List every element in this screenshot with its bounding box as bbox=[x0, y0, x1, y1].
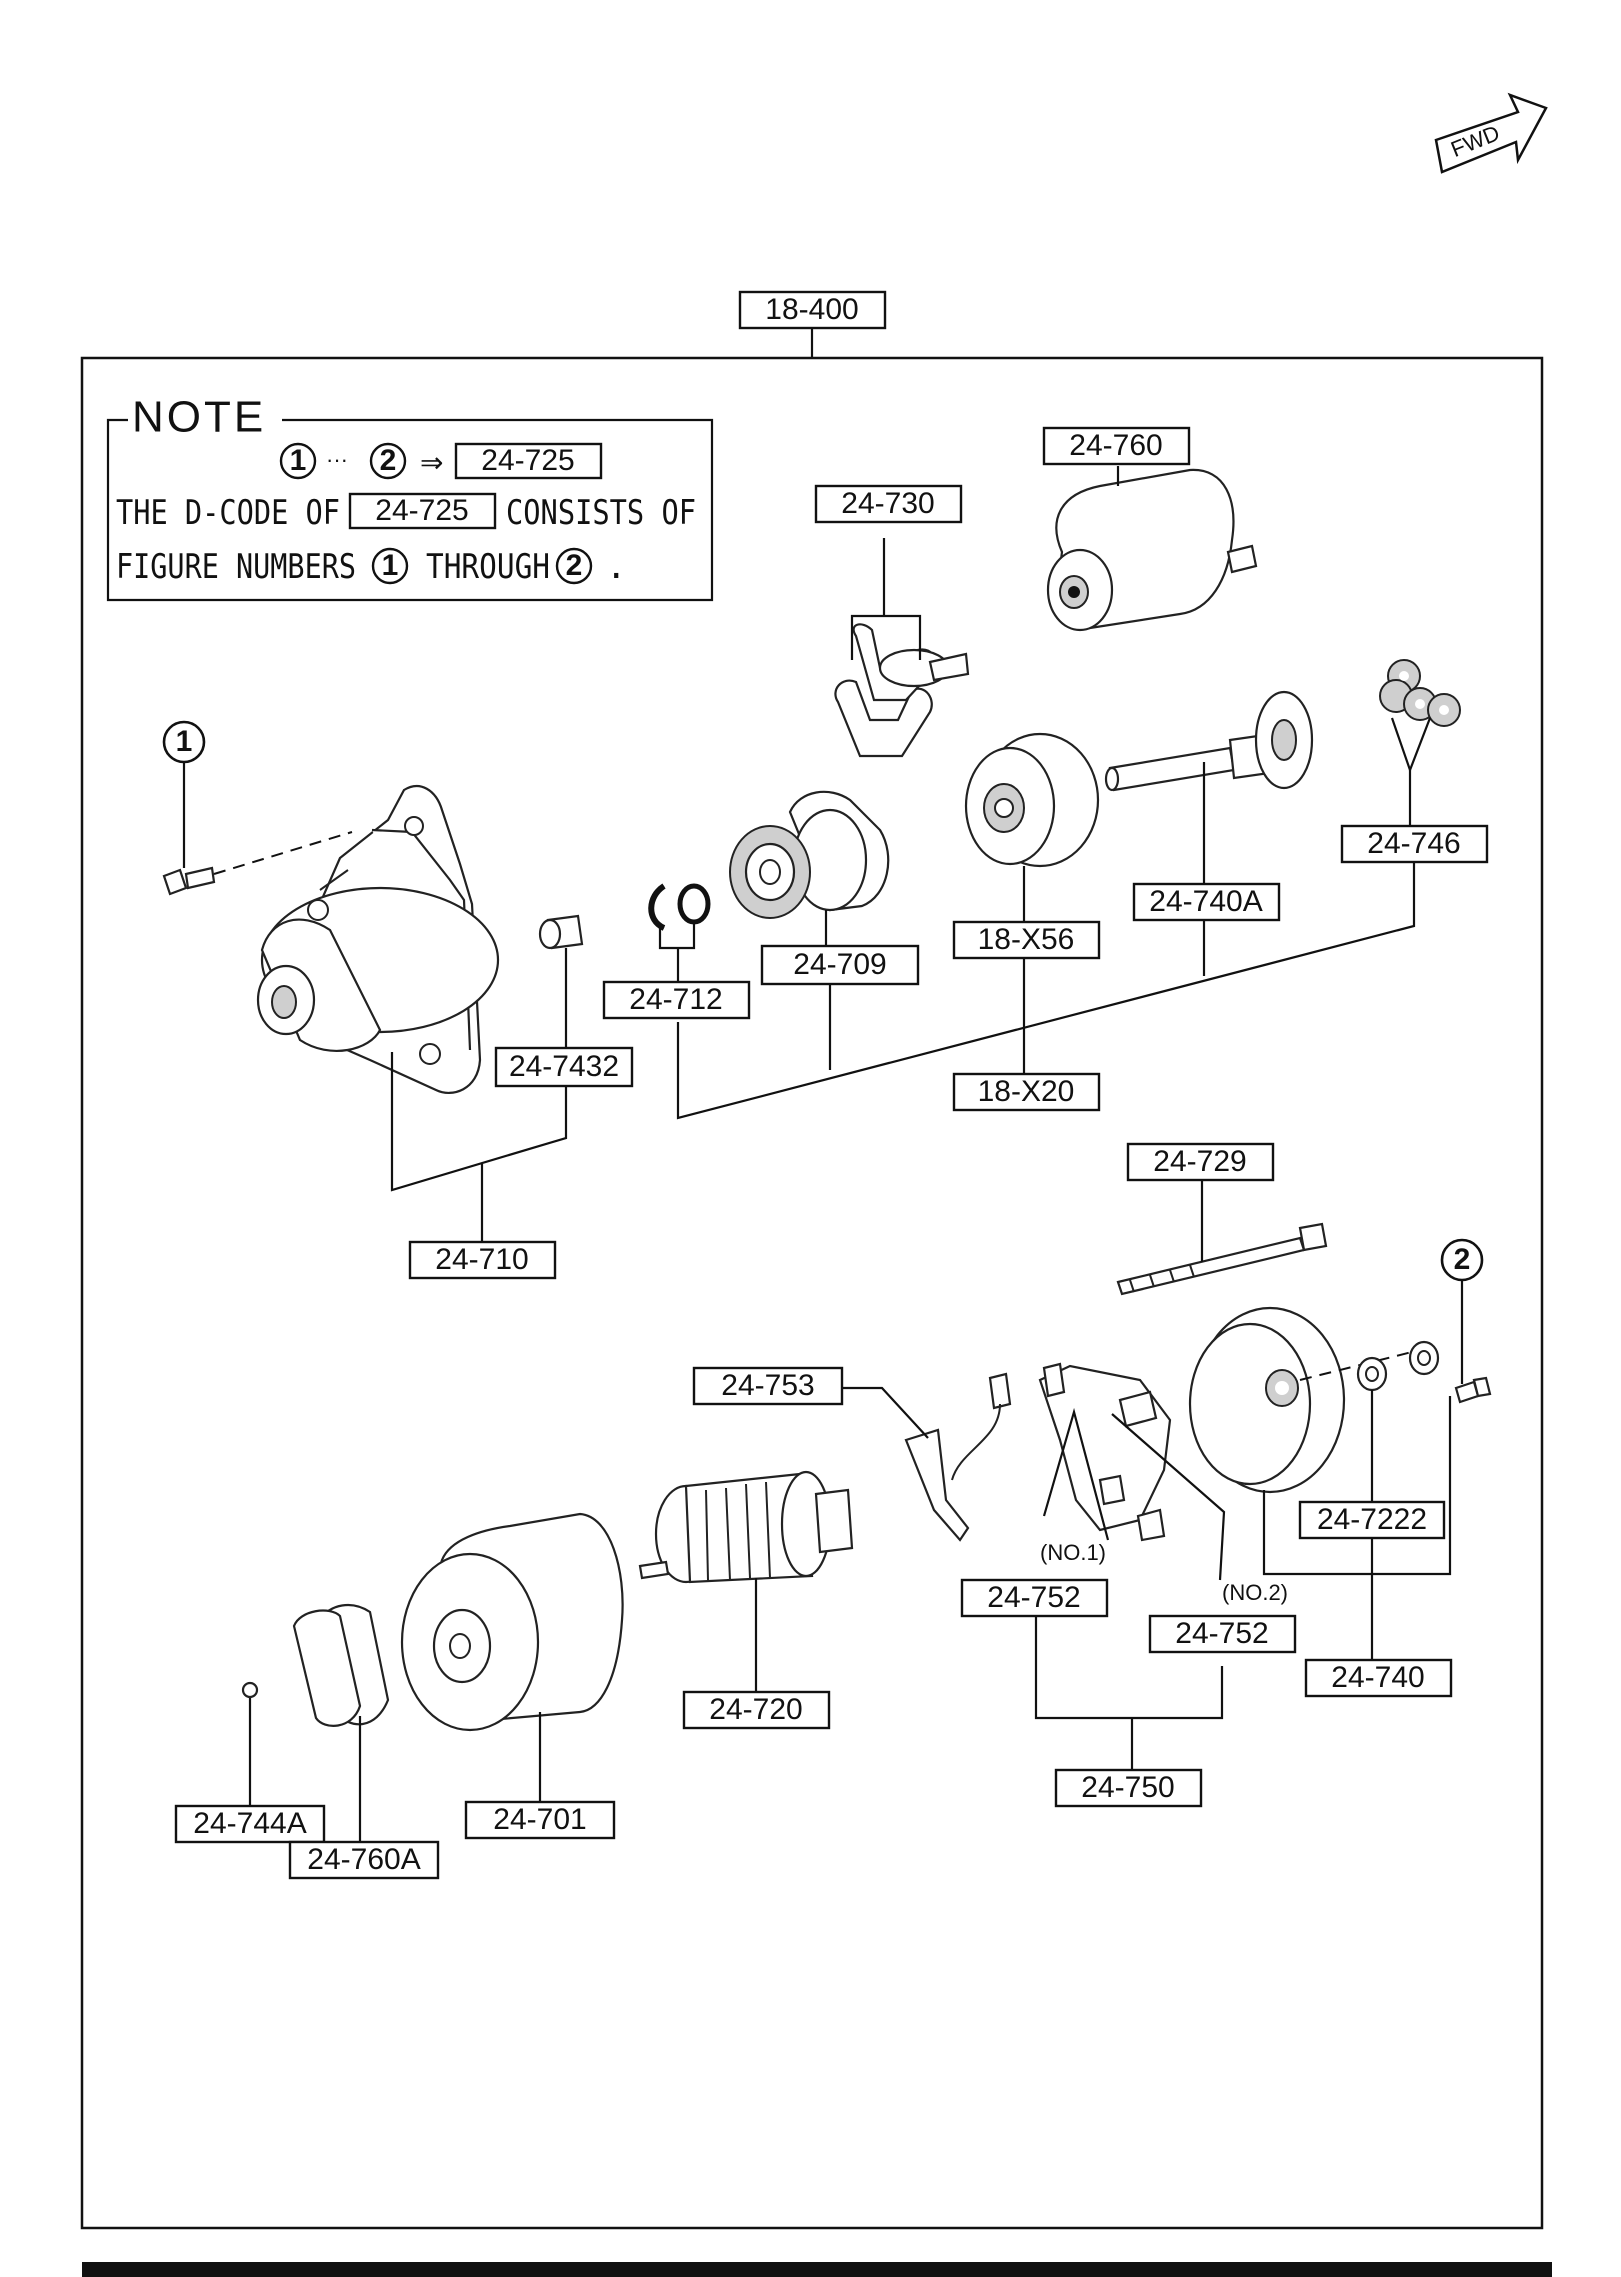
label-24-740[interactable]: 24-740 bbox=[1304, 1658, 1453, 1698]
label-24-730[interactable]: 24-730 bbox=[814, 484, 963, 524]
footer-bar bbox=[82, 2262, 1552, 2277]
steel-ball-part-icon bbox=[241, 1681, 259, 1699]
yoke-part-icon bbox=[400, 1512, 624, 1732]
label-24-7432[interactable]: 24-7432 bbox=[494, 1046, 634, 1088]
note-title: NOTE bbox=[132, 393, 266, 442]
note-box: NOTE 1 ··· 2 ⇒ 24-725 THE D-CODE OF 24-7… bbox=[106, 393, 714, 602]
leader-lines bbox=[182, 466, 1464, 1842]
svg-text:24-760: 24-760 bbox=[1069, 429, 1162, 462]
rear-bushings-part-icon bbox=[1356, 1340, 1440, 1392]
note-ref-end: 2 bbox=[380, 444, 397, 477]
label-24-740A[interactable]: 24-740A bbox=[1132, 882, 1281, 922]
svg-text:24-753: 24-753 bbox=[721, 1369, 814, 1402]
label-24-729[interactable]: 24-729 bbox=[1126, 1142, 1275, 1182]
rear-screw-part-icon bbox=[1454, 1376, 1492, 1404]
solenoid-part-icon bbox=[1046, 468, 1258, 632]
pinion-shaft-part-icon bbox=[1104, 690, 1314, 792]
svg-text:24-701: 24-701 bbox=[493, 1803, 586, 1836]
brush-holder-part-icon bbox=[1038, 1362, 1172, 1542]
svg-text:24-740A: 24-740A bbox=[1149, 885, 1262, 918]
label-18-X20[interactable]: 18-X20 bbox=[952, 1072, 1101, 1112]
svg-text:24-710: 24-710 bbox=[435, 1243, 528, 1276]
brush-part-icon bbox=[904, 1372, 1012, 1542]
svg-text:24-752: 24-752 bbox=[987, 1581, 1080, 1614]
drive-lever-part-icon bbox=[834, 623, 970, 758]
label-24-701[interactable]: 24-701 bbox=[464, 1800, 616, 1840]
label-24-746[interactable]: 24-746 bbox=[1340, 824, 1489, 864]
svg-text:24-7222: 24-7222 bbox=[1317, 1503, 1427, 1536]
svg-text:18-X20: 18-X20 bbox=[978, 1075, 1075, 1108]
svg-text:24-746: 24-746 bbox=[1367, 827, 1460, 860]
svg-text:24-760A: 24-760A bbox=[307, 1843, 420, 1876]
mounting-bolt-part-icon bbox=[162, 831, 353, 896]
label-18-400[interactable]: 18-400 bbox=[738, 290, 887, 330]
svg-text:24-730: 24-730 bbox=[841, 487, 934, 520]
note-line1-code: 24-725 bbox=[375, 494, 468, 527]
note-ref-code: 24-725 bbox=[481, 444, 574, 477]
callout-circle-1[interactable]: 1 bbox=[162, 720, 206, 764]
svg-text:24-712: 24-712 bbox=[629, 983, 722, 1016]
svg-text:18-400: 18-400 bbox=[765, 293, 858, 326]
callout-circle-2[interactable]: 2 bbox=[1440, 1238, 1484, 1282]
assembly-frame bbox=[80, 356, 1544, 2230]
svg-text:24-709: 24-709 bbox=[793, 948, 886, 981]
label-24-750[interactable]: 24-750 bbox=[1054, 1768, 1203, 1808]
label-24-752-no1[interactable]: 24-752 bbox=[960, 1578, 1109, 1618]
svg-text:24-752: 24-752 bbox=[1175, 1617, 1268, 1650]
svg-text:2: 2 bbox=[1454, 1243, 1471, 1276]
internal-gear-part-icon bbox=[964, 732, 1100, 868]
label-24-753[interactable]: 24-753 bbox=[692, 1366, 844, 1406]
svg-text:24-740: 24-740 bbox=[1331, 1661, 1424, 1694]
bushing-part-icon bbox=[538, 914, 584, 950]
svg-text:18-X56: 18-X56 bbox=[978, 923, 1075, 956]
note-line2-num1: 1 bbox=[382, 549, 399, 582]
sublabel-no2: (NO.2) bbox=[1222, 1580, 1288, 1605]
armature-part-icon bbox=[638, 1470, 854, 1584]
svg-text:24-750: 24-750 bbox=[1081, 1771, 1174, 1804]
note-line1-a: THE D-CODE OF bbox=[116, 493, 340, 533]
stop-ring-part-icon bbox=[648, 883, 711, 931]
plate-part-icon bbox=[292, 1603, 390, 1727]
note-line2-num2: 2 bbox=[566, 549, 583, 582]
note-line2-b: THROUGH bbox=[426, 547, 550, 587]
label-18-X56[interactable]: 18-X56 bbox=[952, 920, 1101, 960]
label-24-720[interactable]: 24-720 bbox=[682, 1690, 831, 1730]
label-24-7222[interactable]: 24-7222 bbox=[1298, 1500, 1446, 1540]
note-line2-a: FIGURE NUMBERS bbox=[116, 547, 356, 587]
sublabel-no1: (NO.1) bbox=[1040, 1540, 1106, 1565]
label-24-752-no2[interactable]: 24-752 bbox=[1148, 1614, 1297, 1654]
label-24-712[interactable]: 24-712 bbox=[602, 980, 751, 1020]
label-24-760[interactable]: 24-760 bbox=[1042, 426, 1191, 466]
label-24-710[interactable]: 24-710 bbox=[408, 1240, 557, 1280]
svg-text:24-744A: 24-744A bbox=[193, 1807, 306, 1840]
label-24-744A[interactable]: 24-744A bbox=[174, 1804, 326, 1844]
drive-housing-part-icon bbox=[256, 784, 500, 1094]
through-bolt-part-icon bbox=[1116, 1222, 1328, 1296]
note-line2-end: . bbox=[606, 547, 626, 587]
svg-text:24-720: 24-720 bbox=[709, 1693, 802, 1726]
note-line1-b: CONSISTS OF bbox=[506, 493, 696, 533]
label-24-709[interactable]: 24-709 bbox=[760, 944, 920, 986]
label-24-760A[interactable]: 24-760A bbox=[288, 1840, 440, 1880]
rear-cover-part-icon bbox=[1188, 1306, 1421, 1494]
svg-text:24-7432: 24-7432 bbox=[509, 1050, 619, 1083]
note-ref-start: 1 bbox=[290, 444, 307, 477]
svg-text:⇒: ⇒ bbox=[420, 447, 443, 478]
svg-text:1: 1 bbox=[176, 725, 193, 758]
fwd-arrow-icon: FWD bbox=[1434, 92, 1548, 174]
overrunning-clutch-part-icon bbox=[729, 790, 890, 919]
svg-text:···: ··· bbox=[326, 447, 348, 472]
svg-text:24-729: 24-729 bbox=[1153, 1145, 1246, 1178]
planetary-gears-part-icon bbox=[1379, 659, 1461, 727]
